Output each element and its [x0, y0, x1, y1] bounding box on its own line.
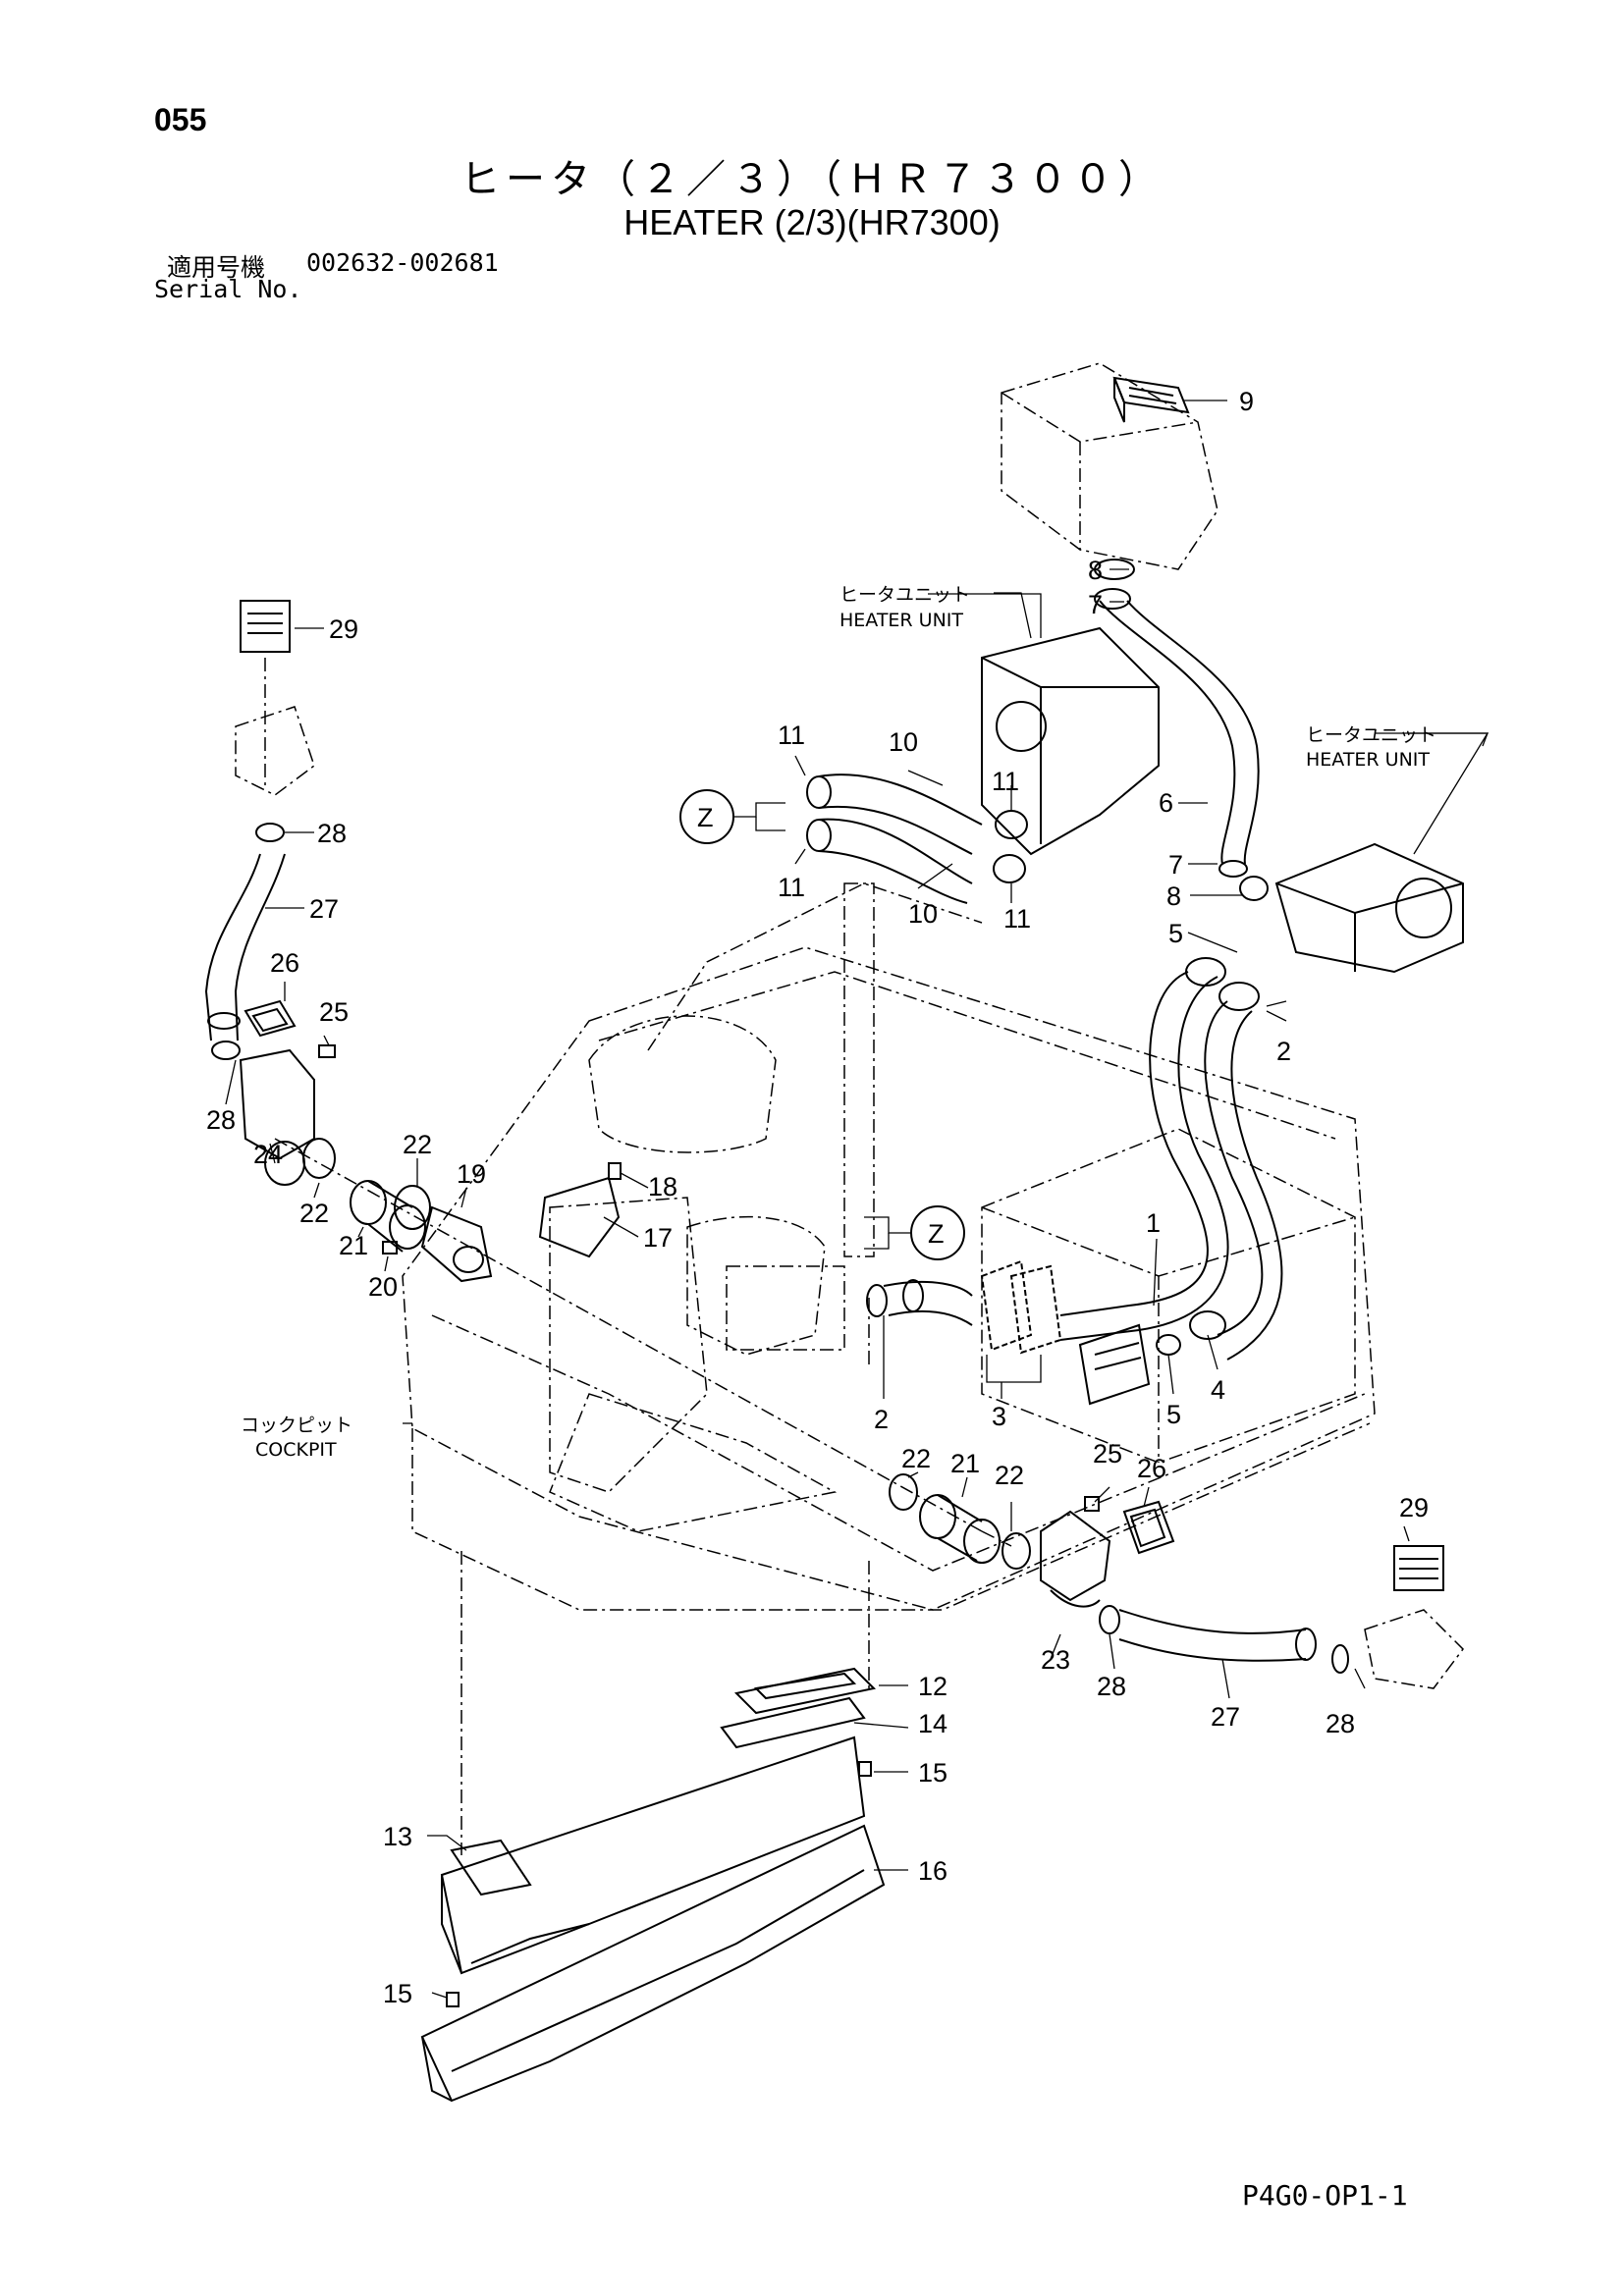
text-labels: ヒータユニット HEATER UNIT ヒータユニット HEATER UNIT … — [241, 584, 1436, 1461]
serial-label-jp: 適用号機 — [167, 253, 266, 282]
callout-8: 8 — [1088, 556, 1103, 585]
callout-22c: 22 — [901, 1444, 931, 1473]
callout-27b: 27 — [1211, 1702, 1240, 1732]
hose-2-gasket-3 — [864, 1205, 1062, 1355]
filter-9 — [1112, 376, 1190, 423]
heater-unit-label-en-1: HEATER UNIT — [839, 610, 963, 631]
callout-8b: 8 — [1166, 881, 1181, 911]
callout-24: 24 — [253, 1140, 283, 1169]
callout-28d: 28 — [1326, 1709, 1355, 1738]
callout-27: 27 — [309, 894, 339, 924]
callout-6: 6 — [1159, 788, 1173, 818]
callout-28c: 28 — [1097, 1672, 1126, 1701]
callout-3: 3 — [992, 1402, 1006, 1431]
callout-10b: 10 — [908, 899, 938, 929]
callout-23: 23 — [1041, 1645, 1070, 1675]
callout-11d: 11 — [1003, 904, 1031, 934]
callout-28: 28 — [317, 819, 347, 848]
callout-15: 15 — [918, 1758, 947, 1788]
callout-26: 26 — [270, 948, 299, 978]
callout-15b: 15 — [383, 1979, 412, 2008]
callout-13: 13 — [383, 1822, 412, 1851]
callout-11b: 11 — [778, 873, 805, 902]
callout-19: 19 — [457, 1159, 486, 1189]
callout-11c: 11 — [992, 767, 1019, 796]
callout-26b: 26 — [1137, 1454, 1166, 1483]
callout-5b: 5 — [1166, 1400, 1181, 1429]
cockpit-frame — [274, 882, 1376, 1855]
callout-7: 7 — [1088, 590, 1103, 619]
callout-12: 12 — [918, 1672, 947, 1701]
heater-unit-label-jp-1: ヒータユニット — [839, 584, 970, 606]
left-vent-assembly — [204, 600, 622, 1283]
duct-hose-6 — [1094, 559, 1269, 901]
callout-numbers: 9 8 7 6 7 8 5 2 1 4 5 2 3 10 10 11 11 11… — [206, 387, 1429, 2008]
callout-14: 14 — [918, 1709, 947, 1738]
callout-25b: 25 — [1093, 1439, 1122, 1468]
callout-9: 9 — [1239, 387, 1254, 416]
cockpit-label-jp: コックピット — [241, 1415, 352, 1436]
callout-16: 16 — [918, 1856, 947, 1886]
heater-unit-label-jp-2: ヒータユニット — [1306, 724, 1436, 746]
callout-21: 21 — [339, 1231, 368, 1260]
callout-17: 17 — [643, 1223, 673, 1253]
callout-11a: 11 — [778, 721, 805, 750]
callout-1: 1 — [1146, 1208, 1161, 1238]
duct-hose-10 — [679, 774, 1028, 904]
callout-22b: 22 — [403, 1130, 432, 1159]
callout-25: 25 — [319, 997, 349, 1027]
drawing-code: P4G0-OP1-1 — [1242, 2179, 1408, 2212]
callout-22a: 22 — [299, 1199, 329, 1228]
callout-22d: 22 — [995, 1461, 1024, 1490]
callout-28b: 28 — [206, 1105, 236, 1135]
callout-2b: 2 — [874, 1405, 889, 1434]
serial-range: 002632-002681 — [306, 248, 499, 277]
view-z-upper: Z — [697, 803, 714, 832]
view-z-lower: Z — [928, 1219, 945, 1249]
callout-10: 10 — [889, 727, 918, 757]
heater-unit-label-en-2: HEATER UNIT — [1306, 749, 1430, 771]
callout-21b: 21 — [950, 1449, 980, 1478]
callout-29: 29 — [329, 614, 358, 644]
floor-duct-assembly — [420, 1667, 886, 2103]
callout-2: 2 — [1276, 1037, 1291, 1066]
callout-18: 18 — [648, 1172, 677, 1201]
page-title-en: HEATER (2/3)(HR7300) — [623, 202, 1001, 242]
page-number: 055 — [154, 102, 207, 137]
main-hoses-1 — [1059, 957, 1283, 1406]
callout-4: 4 — [1211, 1375, 1225, 1405]
heater-unit-right — [1274, 842, 1464, 974]
page-title-jp: ヒータ（２／３）（ＨＲ７３００） — [460, 157, 1164, 202]
heater-unit-upper — [1001, 362, 1218, 570]
cockpit-label-en: COCKPIT — [255, 1439, 337, 1461]
callout-7b: 7 — [1168, 850, 1183, 880]
callout-29b: 29 — [1399, 1493, 1429, 1522]
serial-label-en: Serial No. — [154, 275, 302, 303]
right-vent-assembly — [889, 1473, 1464, 1689]
leader-lines — [225, 400, 1489, 1999]
heater-unit-middle — [981, 626, 1160, 856]
callout-20: 20 — [368, 1272, 398, 1302]
callout-5: 5 — [1168, 919, 1183, 948]
